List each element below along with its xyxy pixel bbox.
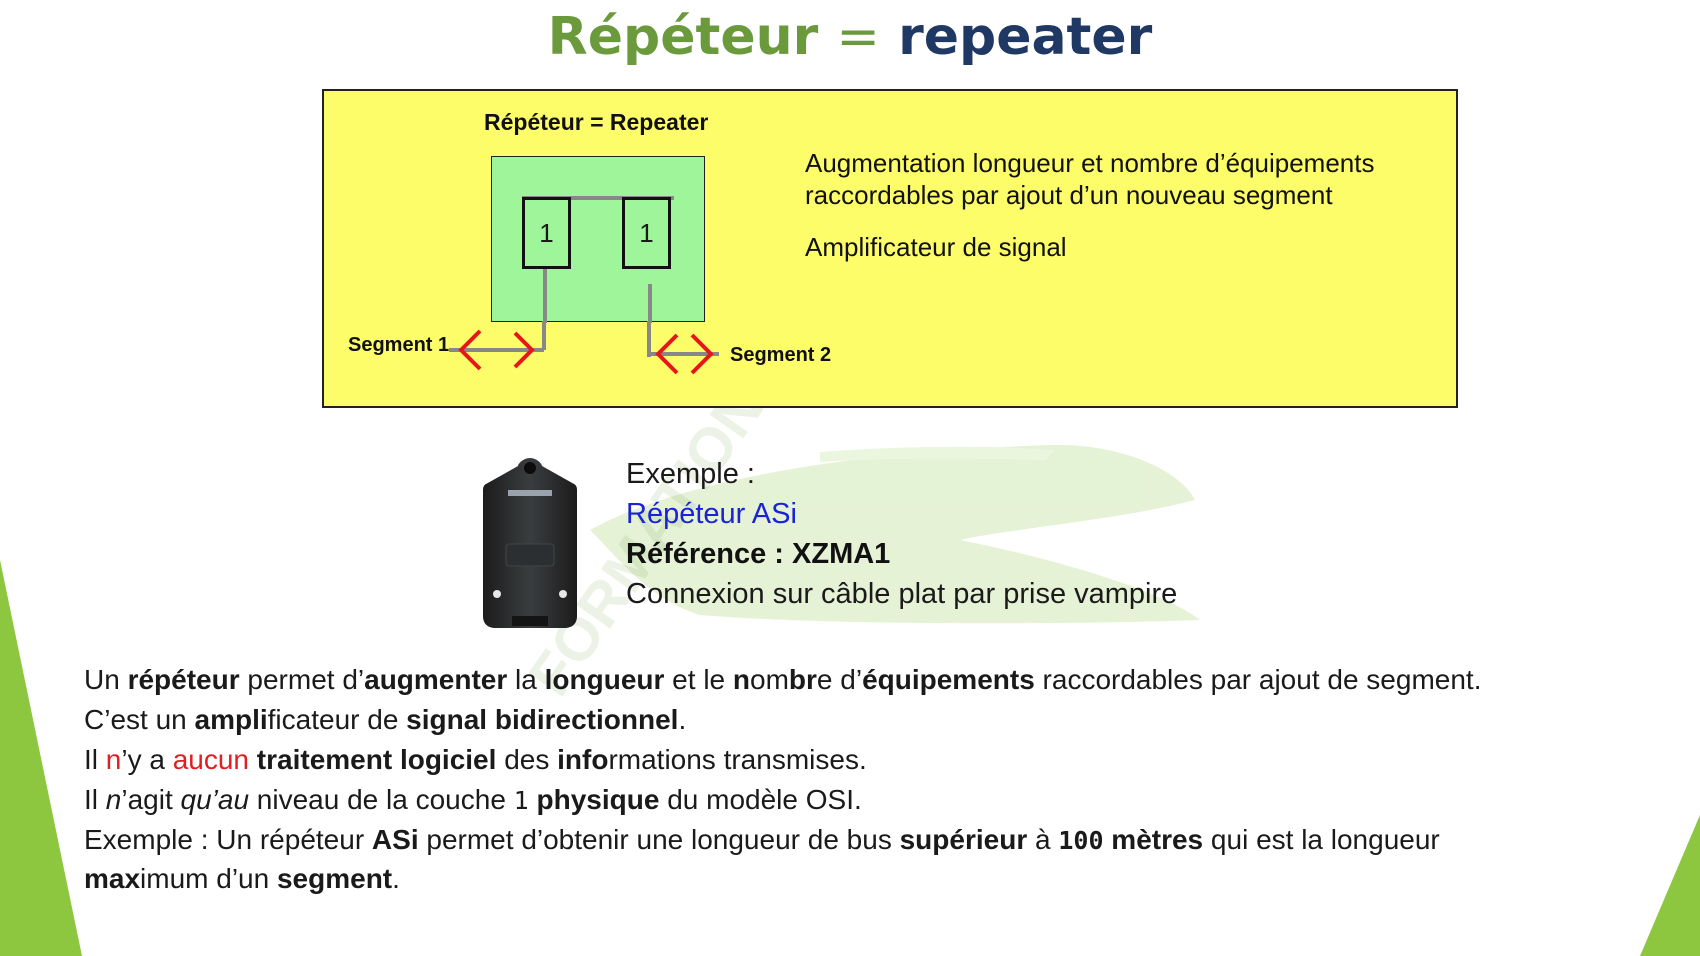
arrow-right-icon	[690, 333, 714, 375]
text-bold: mètres	[1111, 824, 1204, 855]
text: permet d’obtenir une longueur de bus	[418, 824, 900, 855]
title-french: Répéteur	[547, 7, 819, 67]
segment-arrows	[449, 321, 719, 375]
paragraph-line-3: Il n’y a aucun traitement logiciel des i…	[84, 740, 1664, 780]
example-connection: Connexion sur câble plat par prise vampi…	[626, 578, 1178, 610]
text: .	[392, 863, 400, 894]
description-line-3: Amplificateur de signal	[805, 232, 1067, 262]
text-bold: ASi	[371, 824, 419, 855]
text: om	[750, 664, 789, 695]
description-line-1: Augmentation longueur et nombre d’équipe…	[805, 148, 1375, 178]
text: la	[507, 664, 545, 695]
title-english: repeater	[898, 7, 1153, 67]
left-corner-triangle	[0, 560, 82, 956]
text-mono: 1	[513, 786, 529, 815]
text-bold: info	[557, 744, 609, 775]
text: ’agit	[121, 784, 181, 815]
text	[529, 784, 537, 815]
paragraph-line-1: Un répéteur permet d’augmenter la longue…	[84, 660, 1664, 700]
text: .	[678, 704, 687, 735]
green-brush-stroke	[590, 444, 1200, 624]
text-red: aucun	[172, 744, 250, 775]
title-equals: =	[836, 7, 880, 67]
text: des	[496, 744, 558, 775]
text: et le	[664, 664, 733, 695]
arrow-right-icon	[513, 331, 535, 369]
text-bold: n	[732, 664, 750, 695]
segment-2-label: Segment 2	[730, 344, 832, 366]
text: raccordables par ajout de segment.	[1034, 664, 1482, 695]
text: du modèle OSI.	[659, 784, 862, 815]
text-italic: n	[105, 784, 122, 815]
text: permet d’	[239, 664, 365, 695]
text: imum d’un	[140, 863, 277, 894]
diagram-heading: Répéteur = Repeater	[484, 109, 709, 135]
text-bold: supérieur	[899, 824, 1028, 855]
text: Un	[84, 664, 128, 695]
example-reference: Référence : XZMA1	[626, 538, 891, 570]
description-line-2: raccordables par ajout d’un nouveau segm…	[805, 180, 1333, 210]
text: e d’	[816, 664, 863, 695]
text-italic: qu’au	[180, 784, 250, 815]
text-bold: segment	[276, 863, 393, 894]
paragraph-line-5: Exemple : Un répéteur ASi permet d’obten…	[84, 821, 1664, 860]
text: Il	[84, 784, 106, 815]
paragraph-line-4: Il n’agit qu’au niveau de la couche 1 ph…	[84, 780, 1664, 821]
text-bold: max	[84, 863, 141, 894]
text-bold: répéteur	[127, 664, 240, 695]
page-title: Répéteur = repeater	[0, 6, 1700, 68]
text-bold: ampli	[194, 704, 268, 735]
example-label: Exemple :	[626, 458, 755, 490]
text-bold: traitement logiciel	[256, 744, 497, 775]
text: Exemple : Un répéteur	[84, 824, 372, 855]
text: ’y a	[121, 744, 173, 775]
repeater-unit-right: 1	[622, 197, 671, 269]
text-bold: br	[788, 664, 817, 695]
repeater-diagram: Répéteur = Repeater 1 1 Segment 1 Segmen…	[322, 89, 1458, 408]
repeater-enclosure: 1 1	[491, 156, 705, 323]
explanation-paragraph: Un répéteur permet d’augmenter la longue…	[84, 660, 1664, 898]
text-bold: équipements	[862, 664, 1035, 695]
text: à	[1027, 824, 1059, 855]
right-corner-triangle	[1640, 815, 1700, 956]
text-bold-mono: 100	[1058, 826, 1104, 855]
text-red: n	[105, 744, 122, 775]
arrow-left-icon	[458, 329, 482, 371]
repeater-device-image	[483, 458, 577, 628]
text: C’est un	[84, 704, 195, 735]
arrow-left-icon	[655, 333, 679, 375]
paragraph-line-2: C’est un amplificateur de signal bidirec…	[84, 700, 1664, 740]
example-product: Répéteur ASi	[626, 498, 797, 530]
text: ficateur de	[267, 704, 407, 735]
text: qui est la longueur	[1203, 824, 1440, 855]
example-block: Exemple : Répéteur ASi Référence : XZMA1…	[626, 454, 1177, 614]
text	[249, 744, 257, 775]
text: niveau de la couche	[249, 784, 514, 815]
text: rmations transmises.	[608, 744, 867, 775]
text-bold: signal bidirectionnel	[406, 704, 679, 735]
text-bold: physique	[536, 784, 660, 815]
paragraph-line-6: maximum d’un segment.	[84, 860, 1664, 898]
segment-1-label: Segment 1	[348, 334, 450, 356]
text: Il	[84, 744, 106, 775]
text-bold: augmenter	[364, 664, 508, 695]
text-bold: longueur	[544, 664, 665, 695]
repeater-unit-left: 1	[522, 197, 571, 269]
